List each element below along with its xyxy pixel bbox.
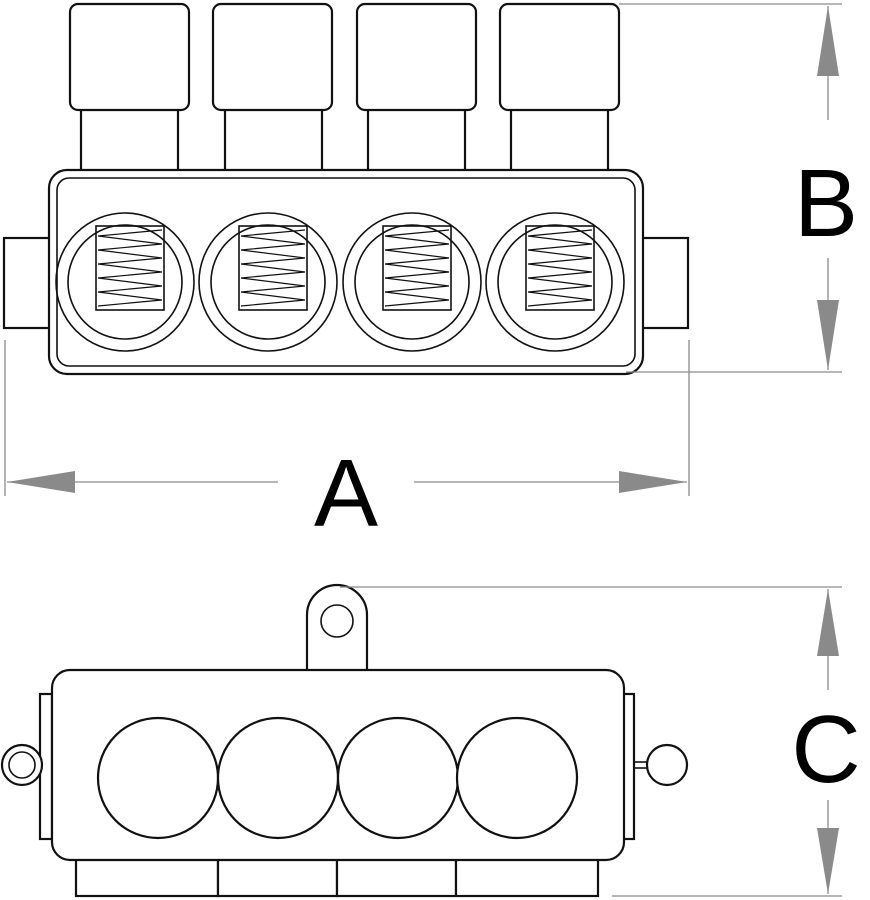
dimension-b-top-arrow: [817, 6, 839, 76]
front-view: [2, 2, 690, 376]
port-2: [198, 212, 338, 352]
dimension-a-left-arrow: [7, 471, 75, 493]
port-opening-3: [336, 716, 460, 840]
port-1: [55, 212, 195, 352]
dimension-a-label: A: [314, 440, 378, 547]
right-tether: [620, 692, 689, 841]
port-4: [485, 212, 625, 352]
mounting-lug: [305, 583, 369, 674]
port-opening-1: [96, 716, 220, 840]
top-cap-4: [498, 2, 621, 176]
top-cap-3: [355, 2, 478, 176]
dimension-c: C: [340, 586, 861, 897]
mounting-lug-hole: [320, 604, 354, 638]
top-cap-1: [68, 2, 191, 176]
top-cap-2: [211, 2, 334, 176]
port-opening-2: [216, 716, 340, 840]
dimension-b: B: [619, 3, 858, 373]
front-body-outer: [47, 168, 645, 376]
left-side-tab: [2, 236, 56, 330]
bottom-view: [0, 583, 689, 898]
dimension-a-right-arrow: [619, 471, 687, 493]
dimension-c-bottom-arrow: [817, 828, 839, 894]
left-pull-loop: [0, 692, 54, 841]
dimension-a: A: [4, 340, 690, 547]
tether-ball: [645, 743, 689, 787]
port-3: [342, 212, 482, 352]
dimension-b-bottom-arrow: [817, 300, 839, 370]
dimension-c-label: C: [791, 696, 860, 803]
dimension-b-label: B: [794, 150, 858, 257]
dimension-c-top-arrow: [817, 589, 839, 656]
port-opening-4: [455, 716, 579, 840]
